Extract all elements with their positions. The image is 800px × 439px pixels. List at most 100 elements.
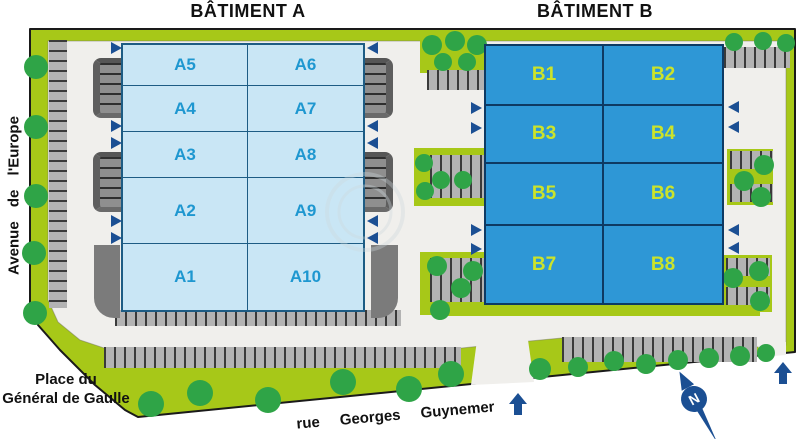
tree-icon [723, 268, 743, 288]
tree-icon [467, 35, 487, 55]
tree-icon [416, 182, 434, 200]
tree-icon [725, 33, 743, 51]
unit-a9: A9 [248, 178, 363, 244]
unit-a10: A10 [289, 267, 322, 286]
tree-icon [23, 301, 47, 325]
tree-icon [445, 31, 465, 51]
place-line2: Général de Gaulle [2, 390, 130, 407]
tree-icon [432, 171, 450, 189]
tree-icon [749, 261, 769, 281]
tree-icon [734, 171, 754, 191]
parking-strip [427, 70, 485, 90]
tree-icon [777, 34, 795, 52]
entrance-triangle-icon [471, 224, 482, 236]
building-b: B1 B2 B3 B4 B5 B6 B7 B8 [484, 44, 724, 305]
tree-icon [187, 380, 213, 406]
parking-strip [49, 40, 67, 308]
dock-lane-corner [371, 245, 398, 318]
tree-icon [699, 348, 719, 368]
unit-b3: B3 [486, 106, 604, 164]
entrance-triangle-icon [111, 137, 122, 149]
tree-icon [430, 300, 450, 320]
entrance-triangle-icon [728, 121, 739, 133]
unit-a5: A5 [123, 45, 248, 86]
unit-a1: A1 [123, 244, 248, 310]
tree-icon [255, 387, 281, 413]
loading-dock [93, 152, 123, 212]
unit-b6: B6 [604, 164, 722, 226]
entrance-triangle-icon [728, 101, 739, 113]
street-avenue-de-l-europe: Avenue de l'Europe [5, 116, 23, 275]
tree-icon [24, 115, 48, 139]
entrance-triangle-icon [367, 120, 378, 132]
entrance-triangle-icon [367, 232, 378, 244]
tree-icon [427, 256, 447, 276]
street-place-du-general-de-gaulle: Place du Général de Gaulle [0, 370, 136, 408]
tree-icon [568, 357, 588, 377]
place-line1: Place du [35, 371, 97, 388]
tree-icon [451, 278, 471, 298]
entrance-triangle-icon [111, 120, 122, 132]
tree-icon [396, 376, 422, 402]
tree-icon [24, 55, 48, 79]
unit-b7: B7 [486, 226, 604, 303]
unit-a7: A7 [248, 86, 363, 132]
entrance-triangle-icon [111, 232, 122, 244]
north-tail-icon [696, 407, 718, 439]
driveway-south-center [471, 340, 534, 385]
tree-icon [463, 261, 483, 281]
tree-icon [138, 391, 164, 417]
tree-icon [330, 369, 356, 395]
loading-dock [93, 58, 123, 118]
parking-strip [562, 337, 757, 362]
unit-b8: B8 [650, 253, 676, 275]
unit-a4: A4 [123, 86, 248, 132]
entrance-triangle-icon [111, 215, 122, 227]
tree-icon [458, 53, 476, 71]
tree-icon [636, 354, 656, 374]
north-circle [681, 386, 707, 412]
tree-icon [434, 53, 452, 71]
unit-b4: B4 [604, 106, 722, 164]
tree-icon [751, 187, 771, 207]
unit-a6: A6 [248, 45, 363, 86]
dock-lane-corner [94, 245, 120, 318]
street-entrance-arrow-icon [774, 362, 792, 384]
entrance-triangle-icon [728, 224, 739, 236]
entrance-triangle-icon [471, 122, 482, 134]
tree-icon [438, 361, 464, 387]
entrance-triangle-icon [728, 242, 739, 254]
unit-a2: A2 [123, 178, 248, 244]
unit-a8: A8 [248, 132, 363, 178]
tree-icon [454, 171, 472, 189]
unit-a3: A3 [123, 132, 248, 178]
tree-icon [757, 344, 775, 362]
watermark [325, 172, 405, 252]
unit-b2: B2 [604, 46, 722, 106]
building-b-title: BÂTIMENT B [537, 1, 653, 21]
unit-b1: B1 [486, 46, 604, 106]
entrance-triangle-icon [367, 137, 378, 149]
loading-dock [363, 152, 393, 212]
tree-icon [422, 35, 442, 55]
tree-icon [754, 32, 772, 50]
parking-strip [115, 310, 401, 326]
entrance-triangle-icon [111, 42, 122, 54]
entrance-triangle-icon [471, 102, 482, 114]
street-entrance-arrow-icon [509, 393, 527, 415]
building-a-title: BÂTIMENT A [190, 1, 306, 21]
loading-dock [363, 58, 393, 118]
unit-b5: B5 [486, 164, 604, 226]
entrance-triangle-icon [367, 42, 378, 54]
tree-icon [24, 184, 48, 208]
entrance-triangle-icon [471, 243, 482, 255]
tree-icon [754, 155, 774, 175]
landscape-pad [445, 303, 760, 316]
tree-icon [750, 291, 770, 311]
parking-strip [724, 47, 790, 68]
building-a: A5 A6 A4 A7 A3 A8 A2 A9 A1 A10 [121, 43, 365, 312]
tree-icon [604, 351, 624, 371]
